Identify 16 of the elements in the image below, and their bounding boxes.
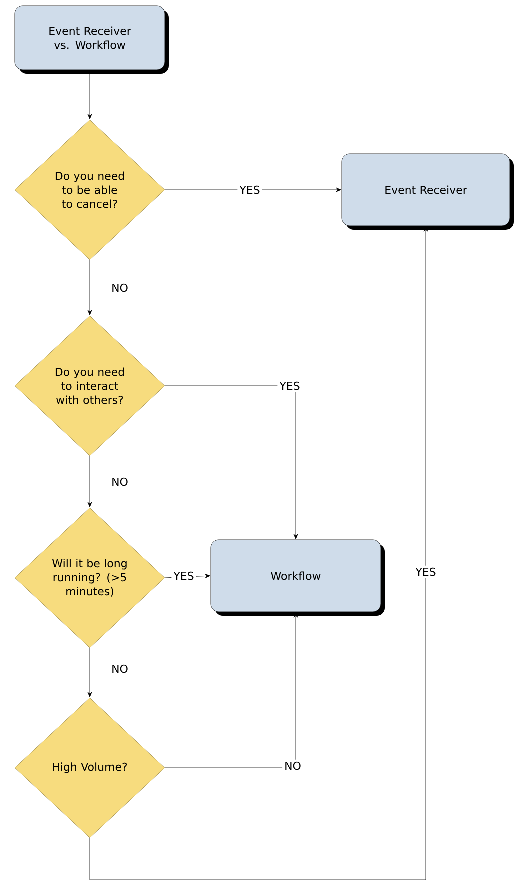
- edge-label: NO: [282, 760, 304, 772]
- process-box: Workflow: [210, 540, 385, 616]
- arrow: [88, 648, 92, 698]
- edge-label: YES: [414, 566, 438, 578]
- start-box: Event Receiver vs. Workflow: [14, 6, 169, 74]
- arrow: [88, 260, 92, 316]
- edge-label: YES: [172, 570, 196, 582]
- edge-label: YES: [278, 380, 302, 392]
- edge-label: NO: [110, 282, 130, 294]
- arrow: [165, 386, 298, 540]
- arrow: [88, 456, 92, 508]
- edge-label: NO: [110, 476, 130, 488]
- edge-label: NO: [110, 662, 130, 676]
- process-box: Event Receiver: [342, 154, 514, 230]
- arrow: [165, 188, 342, 192]
- edge-label: YES: [238, 184, 262, 196]
